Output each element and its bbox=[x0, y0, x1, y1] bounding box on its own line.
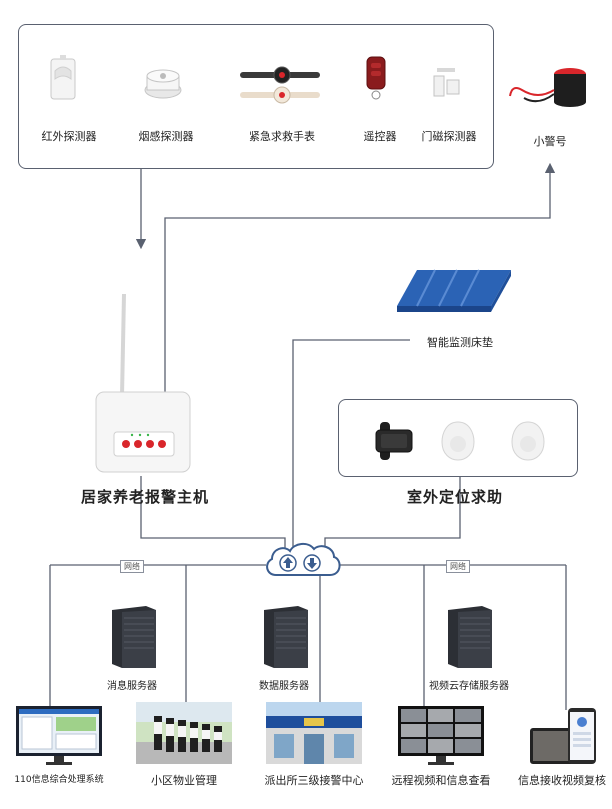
server-icon bbox=[446, 604, 494, 670]
outdoor-label: 室外定位求助 bbox=[406, 488, 503, 506]
endpoint-label: 派出所三级接警中心 bbox=[264, 774, 364, 787]
locator-tag-icon bbox=[440, 420, 476, 462]
siren-label: 小警号 bbox=[533, 135, 567, 148]
mattress-label: 智能监测床垫 bbox=[427, 336, 493, 349]
siren-icon bbox=[508, 60, 592, 120]
video-wall-monitor-image bbox=[398, 706, 484, 765]
device-label: 烟感探测器 bbox=[138, 130, 194, 143]
sos-watch-icon bbox=[238, 66, 322, 108]
alarm-host-icon bbox=[94, 292, 192, 474]
property-management-photo bbox=[136, 702, 232, 764]
locator-tag-icon bbox=[510, 420, 546, 462]
tablet-phone-image bbox=[530, 708, 598, 764]
endpoint-label: 信息接收视频复核 bbox=[518, 774, 606, 787]
remote-control-icon bbox=[364, 55, 388, 101]
endpoint-label: 110信息综合处理系统 bbox=[14, 775, 104, 785]
server-icon bbox=[110, 604, 158, 670]
server-label: 数据服务器 bbox=[259, 681, 309, 692]
network-tag: 网络 bbox=[446, 560, 470, 573]
smart-watch-icon bbox=[374, 420, 418, 462]
server-icon bbox=[262, 604, 310, 670]
server-label: 消息服务器 bbox=[107, 681, 157, 692]
device-label: 红外探测器 bbox=[41, 130, 97, 143]
mattress-icon bbox=[395, 268, 513, 314]
infrared-detector-icon bbox=[49, 55, 77, 101]
police-station-photo bbox=[266, 702, 362, 764]
host-label: 居家养老报警主机 bbox=[80, 488, 209, 506]
network-tag: 网络 bbox=[120, 560, 144, 573]
monitor-110-system-image bbox=[16, 706, 102, 765]
endpoint-label: 远程视频和信息查看 bbox=[391, 774, 491, 787]
door-sensor-icon bbox=[432, 66, 462, 98]
server-label: 视频云存储服务器 bbox=[429, 681, 509, 692]
smoke-detector-icon bbox=[143, 66, 183, 100]
device-label: 紧急求救手表 bbox=[249, 130, 315, 143]
endpoint-label: 小区物业管理 bbox=[151, 774, 217, 787]
device-label: 遥控器 bbox=[363, 130, 397, 143]
cloud-icon bbox=[262, 541, 342, 579]
device-label: 门磁探测器 bbox=[421, 130, 477, 143]
